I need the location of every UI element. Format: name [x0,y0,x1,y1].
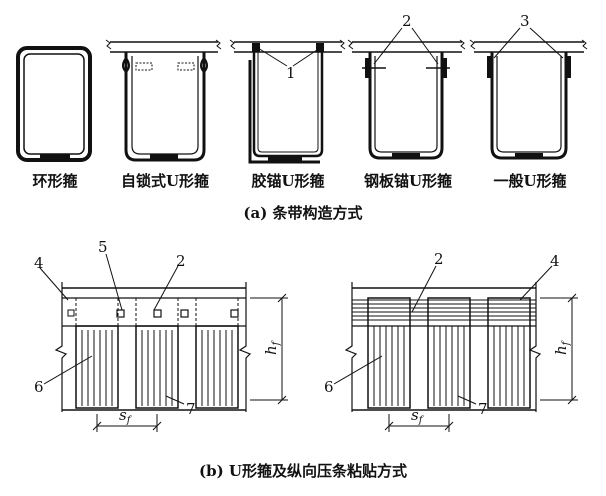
u-hoop-strip-right-2 [427,297,471,409]
marker-7-left: 7 [186,400,196,418]
marker-6-left: 6 [34,378,44,396]
marker-5: 5 [98,238,108,256]
self-locking-u-hoop-section [105,39,222,162]
marker-6-right: 6 [324,378,334,396]
beam-elevation-right: sf hf [333,265,578,432]
steel-plate-anchored-u-hoop-section [347,39,466,160]
part-a-leader-lines [257,27,564,67]
spacing-label-right: s [411,406,419,424]
marker-2-right: 2 [434,250,444,268]
svg-text:sf: sf [411,406,425,426]
u-hoop-strip-right-3 [487,297,531,409]
svg-text:sf: sf [119,406,133,426]
marker-4-left: 4 [34,254,44,272]
u-hoop-strip-left-2 [116,298,179,409]
label-self-locking-u-hoop: 自锁式U形箍 [121,172,209,190]
adhesive-anchored-u-hoop-section [229,39,346,164]
spacing-subscript-right: f [418,415,425,426]
height-subscript-left: f [271,339,282,346]
marker-7-right: 7 [478,400,488,418]
caption-part-b: (b) U形箍及纵向压条粘贴方式 [199,462,407,480]
height-label-left: h [262,345,280,355]
marker-3: 3 [520,12,530,30]
spacing-label-left: s [119,406,127,424]
marker-2-part-a: 2 [402,12,412,30]
caption-part-a: (a) 条带构造方式 [243,204,362,222]
label-general-u-hoop: 一般U形箍 [493,172,566,190]
u-hoop-strip-right-1 [367,297,411,409]
marker-2-left: 2 [176,252,186,270]
marker-1: 1 [286,64,296,82]
height-label-right: h [552,345,570,355]
height-subscript-right: f [561,339,572,346]
label-steel-plate-anchored-u-hoop: 钢板锚U形箍 [364,172,452,190]
beam-elevation-left: sf hf [39,253,288,432]
label-adhesive-anchored-u-hoop: 胶锚U形箍 [251,172,324,190]
marker-4-right: 4 [550,252,560,270]
svg-text:hf: hf [552,339,572,355]
general-u-hoop-section [469,39,588,160]
spacing-subscript-left: f [126,415,133,426]
u-hoop-strip-left-1 [67,298,119,409]
ring-hoop-section [16,46,92,162]
svg-text:hf: hf [262,339,282,355]
label-ring-hoop: 环形箍 [32,172,77,190]
u-hoop-strip-left-3 [180,298,239,409]
